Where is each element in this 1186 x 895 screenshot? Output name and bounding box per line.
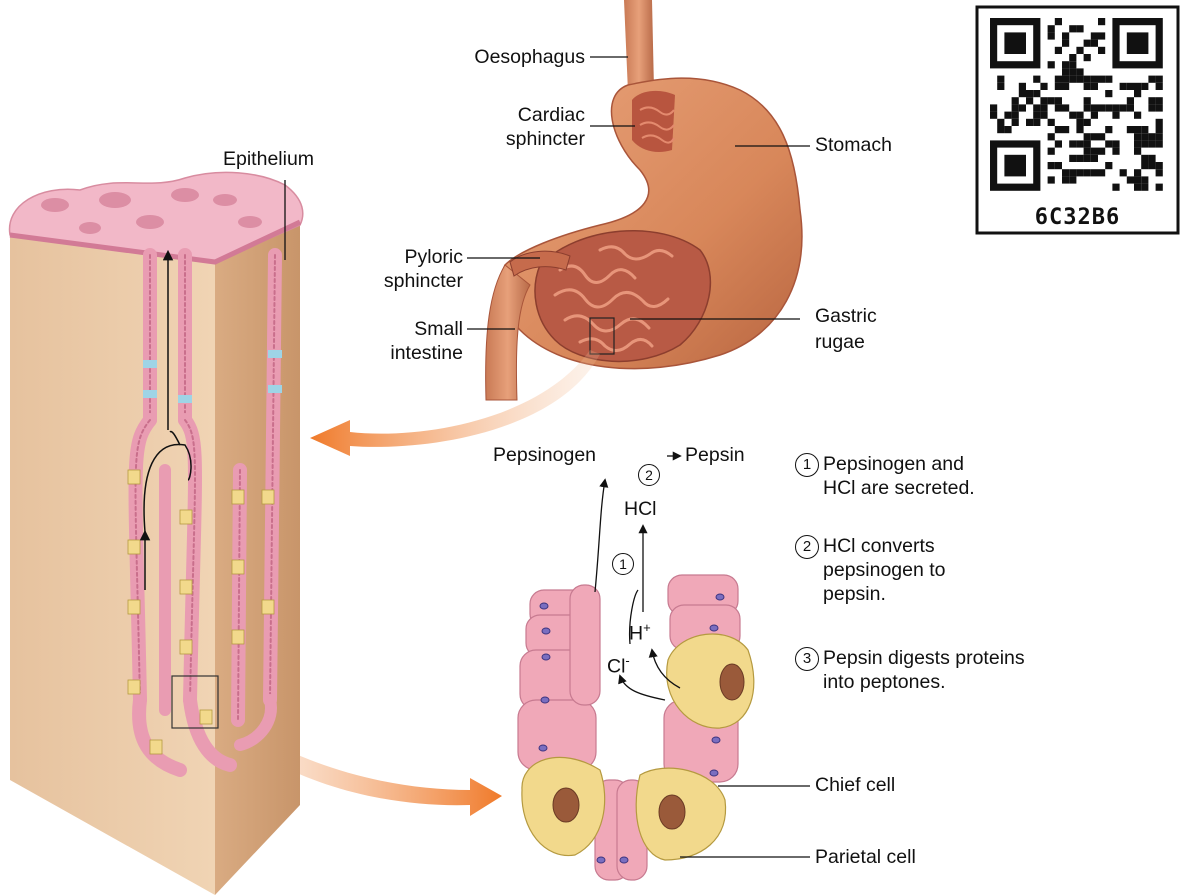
label-rugae: rugae: [815, 331, 865, 353]
label-h-plus: H+: [629, 617, 651, 645]
label-sphincter-pyloric: sphincter: [340, 270, 463, 292]
gastric-pit-block: [10, 172, 303, 895]
label-cl-minus: Cl-: [607, 650, 630, 678]
label-intestine: intestine: [340, 342, 463, 364]
secretion-arrow-1: [595, 480, 605, 592]
label-chief-cell: Chief cell: [815, 774, 895, 796]
label-cardiac: Cardiac: [440, 104, 585, 126]
step-3-text: Pepsin digests proteins into peptones.: [823, 646, 1025, 694]
label-stomach: Stomach: [815, 134, 892, 156]
qr-code-graphic: [977, 7, 1178, 233]
oesophagus-tube: [624, 0, 654, 92]
label-pepsinogen: Pepsinogen: [493, 444, 596, 466]
marker-2: 2: [638, 464, 660, 486]
marker-1: 1: [612, 553, 634, 575]
secretion-arrow-cl: [620, 676, 665, 700]
step-3-number: 3: [795, 647, 819, 671]
step-2-number: 2: [795, 535, 819, 559]
block-side-face: [215, 215, 300, 895]
label-sphincter-cardiac: sphincter: [440, 128, 585, 150]
label-small: Small: [340, 318, 463, 340]
label-pepsin: Pepsin: [685, 444, 745, 466]
label-pyloric: Pyloric: [340, 246, 463, 268]
label-oesophagus: Oesophagus: [440, 46, 585, 68]
zoom-arrow-to-block: [310, 350, 600, 456]
step-1-number: 1: [795, 453, 819, 477]
qr-code-label: 6C32B6: [975, 205, 1180, 230]
label-hcl: HCl: [624, 498, 657, 520]
label-epithelium: Epithelium: [223, 148, 314, 170]
label-gastric: Gastric: [815, 305, 877, 327]
step-1-text: Pepsinogen and HCl are secreted.: [823, 452, 975, 500]
label-parietal-cell: Parietal cell: [815, 846, 916, 868]
step-2-text: HCl converts pepsinogen to pepsin.: [823, 534, 946, 606]
